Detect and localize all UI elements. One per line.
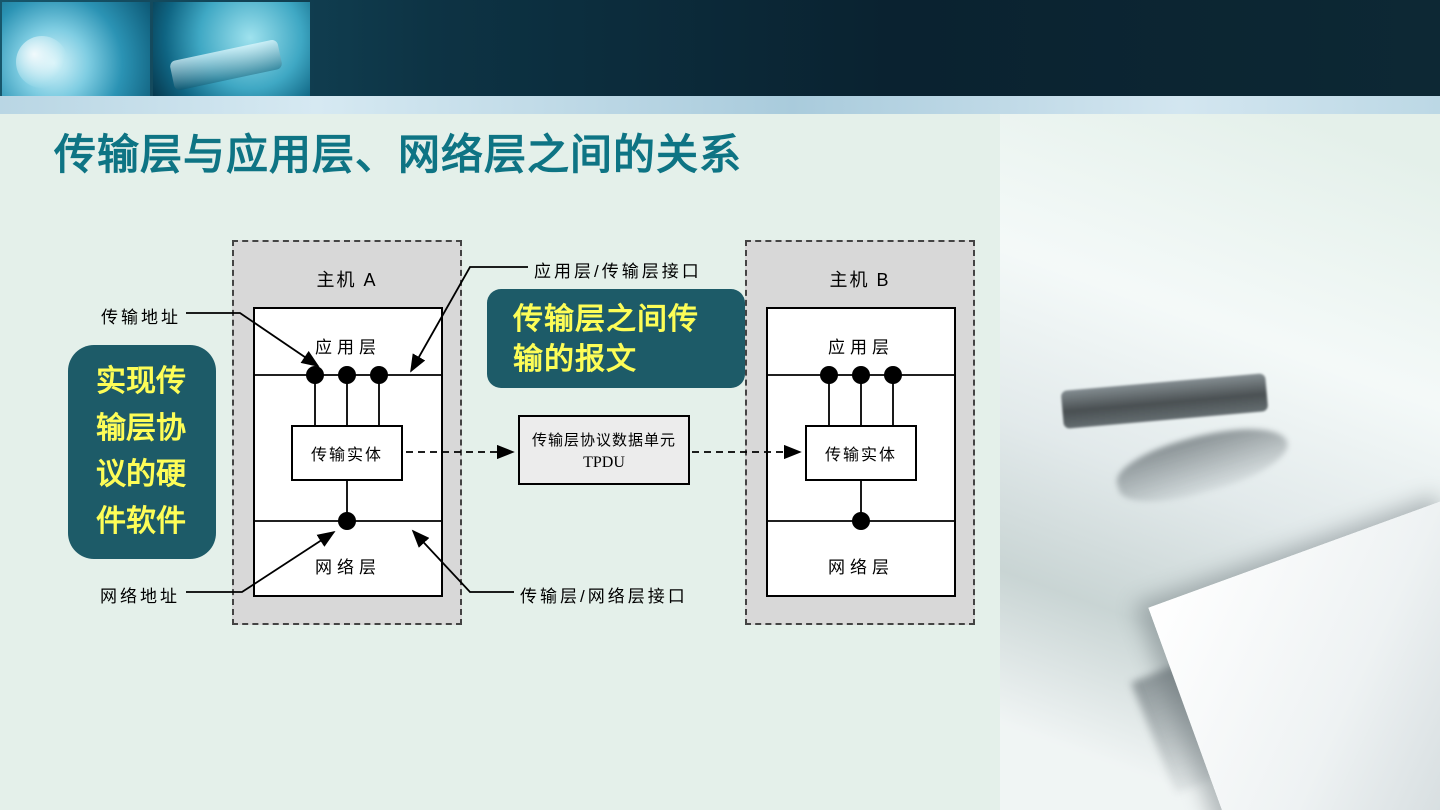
host-b-application-layer-label: 应用层 [828, 338, 894, 357]
host-a-transport-entity-box: 传输实体 [291, 425, 403, 481]
label-app-transport-interface: 应用层/传输层接口 [534, 262, 702, 281]
label-transport-network-interface: 传输层/网络层接口 [520, 587, 688, 606]
header-strip [0, 96, 1440, 114]
tpdu-acronym-label: TPDU [583, 453, 625, 471]
callout-implementation: 实现传输层协议的硬件软件 [68, 345, 216, 559]
page-title: 传输层与应用层、网络层之间的关系 [54, 131, 743, 178]
host-b-transport-entity-box: 传输实体 [805, 425, 917, 481]
header-network-photo [2, 2, 150, 96]
host-b-title: 主机 B [829, 270, 891, 290]
background-photo [1000, 114, 1440, 810]
host-a-title: 主机 A [316, 270, 378, 290]
header-computer-photo [153, 2, 310, 96]
callout-transport-message: 传输层之间传输的报文 [487, 289, 745, 388]
host-b-network-layer-label: 网络层 [828, 558, 894, 577]
tpdu-box: 传输层协议数据单元 TPDU [518, 415, 690, 485]
tpdu-name-label: 传输层协议数据单元 [531, 431, 676, 449]
host-a-application-layer-label: 应用层 [315, 338, 381, 357]
label-transport-address: 传输地址 [101, 308, 181, 327]
label-network-address: 网络地址 [100, 587, 180, 606]
host-a-network-layer-label: 网络层 [315, 558, 381, 577]
header-band [0, 0, 1440, 96]
